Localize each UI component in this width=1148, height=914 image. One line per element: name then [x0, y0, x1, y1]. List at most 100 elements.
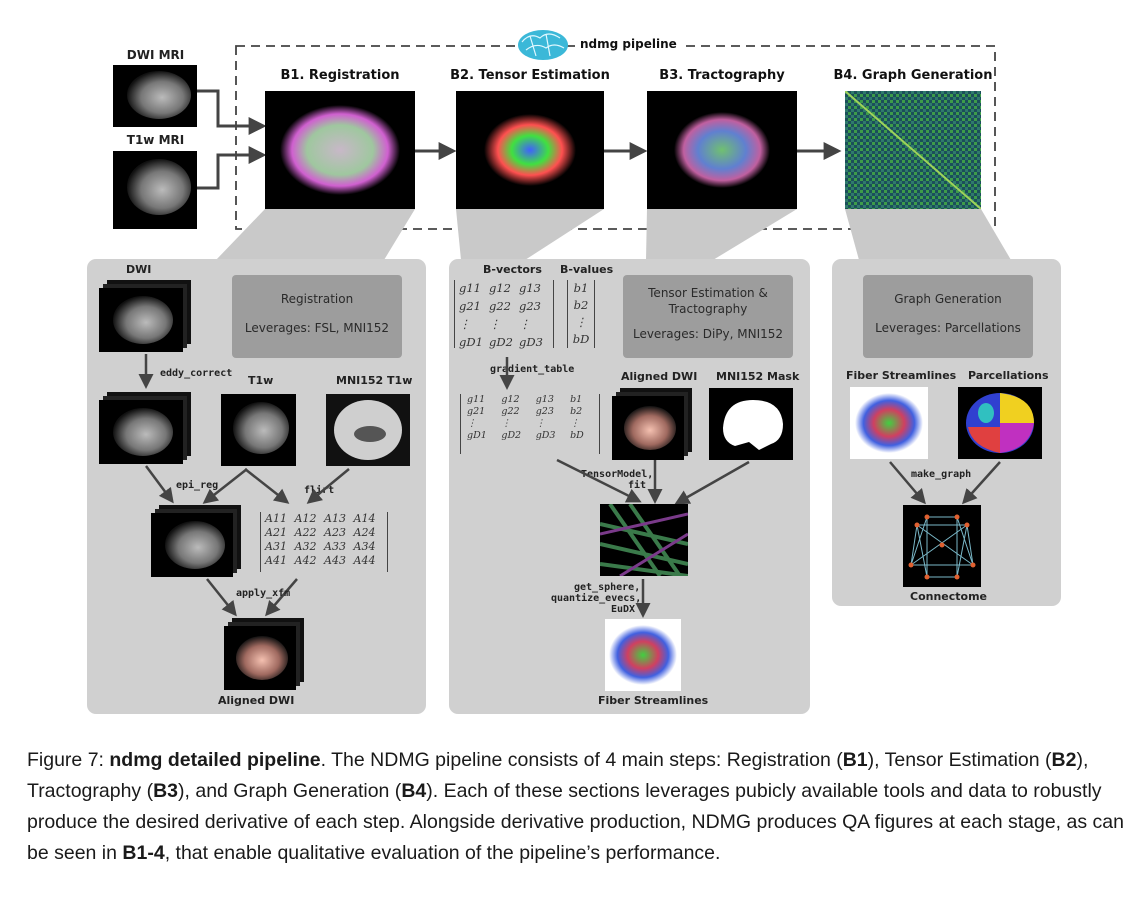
matrix-cell: g21 — [467, 406, 486, 417]
matrix-cell: A44 — [353, 554, 376, 567]
tensor-gradient-table-label: gradient_table — [490, 364, 575, 375]
caption-ref: B1-4 — [122, 842, 165, 864]
tensor-gradient-table-matrix: g11 g12 g13 b1 g21 g22 g23 b2 ⋮ ⋮ ⋮ ⋮ gD… — [460, 394, 600, 454]
matrix-cell: gD3 — [519, 335, 543, 349]
matrix-cell: A13 — [324, 512, 346, 525]
caption-ndmg: NDMG — [370, 749, 430, 771]
tensor-aligned-dwi-image — [612, 388, 692, 460]
caption-text: pipeline consists of 4 main steps: Regis… — [429, 749, 843, 771]
tensor-bvectors-label: B-vectors — [483, 263, 542, 276]
matrix-cell: A23 — [324, 526, 346, 539]
tensor-bvalues-label: B-values — [560, 263, 614, 276]
matrix-cell: g12 — [501, 394, 520, 405]
stage-title-tensor: B2. Tensor Estimation — [450, 68, 610, 83]
graph-info-box: Graph Generation Leverages: Parcellation… — [863, 275, 1033, 358]
reg-aligned-dwi-image — [224, 618, 304, 690]
caption-text: ), Tractography ( — [27, 749, 1089, 802]
matrix-cell: A34 — [353, 540, 376, 553]
reg-mni-image — [326, 394, 410, 466]
tensor-box-title: Tensor Estimation & Tractography — [648, 286, 768, 316]
matrix-cell: g12 — [489, 281, 511, 295]
caption-ndmg: NDMG — [691, 811, 752, 833]
matrix-cell: gD2 — [489, 335, 513, 349]
caption-ref: B2 — [1051, 749, 1077, 771]
reg-eddy-label: eddy_correct — [160, 368, 233, 379]
tensor-box-leverages: Leverages: DiPy, MNI152 — [632, 327, 784, 341]
matrix-cell: A41 — [265, 554, 287, 567]
reg-affine-matrix: A11 A12 A13 A14 A21 A22 A23 A24 A31 A32 … — [260, 512, 388, 572]
reg-dwi-label: DWI — [126, 263, 152, 276]
tensor-quantize-label: quantize_evecs, — [551, 593, 642, 604]
matrix-cell: b1 — [570, 394, 583, 405]
caption-text: , that enable qualitative evaluation of … — [164, 842, 721, 864]
graph-parcellations-image — [958, 387, 1042, 459]
graph-connectome-image — [903, 505, 981, 587]
matrix-cell: ⋮ — [501, 418, 511, 429]
reg-panel-arrows — [138, 354, 350, 617]
pipeline-title: ndmg pipeline — [576, 37, 681, 51]
matrix-cell: b2 — [570, 406, 583, 417]
dwi-mri-image — [113, 65, 197, 127]
reg-t1w-label: T1w — [248, 374, 274, 387]
reg-mni-label: MNI152 T1w — [336, 374, 413, 387]
figure-caption: Figure 7: ndmg detailed pipeline. The ND… — [27, 745, 1127, 869]
matrix-cell: ⋮ — [459, 317, 471, 331]
registration-box-title: Registration — [280, 292, 354, 306]
tensor-eudx-label: EuDX — [611, 604, 636, 615]
matrix-cell: A24 — [353, 526, 376, 539]
reg-apply-xfm-label: apply_xfm — [236, 588, 291, 599]
tensor-fit-label: fit — [628, 480, 647, 491]
matrix-cell: A12 — [294, 512, 317, 525]
input-label-t1w: T1w MRI — [126, 133, 185, 147]
matrix-cell: g23 — [535, 406, 554, 417]
matrix-cell: ⋮ — [570, 418, 580, 429]
input-label-dwi: DWI MRI — [126, 48, 185, 62]
matrix-cell: g22 — [501, 406, 520, 417]
tensor-qa-image — [456, 91, 604, 209]
matrix-cell: A31 — [265, 540, 287, 553]
matrix-cell: g11 — [459, 281, 481, 295]
tensor-mask-label: MNI152 Mask — [716, 370, 800, 383]
caption-ref: B3 — [153, 780, 179, 802]
matrix-cell: A42 — [294, 554, 317, 567]
matrix-cell: g13 — [535, 394, 554, 405]
matrix-cell: A33 — [324, 540, 346, 553]
matrix-cell: gD1 — [459, 335, 483, 349]
reg-t1w-image — [221, 394, 296, 466]
caption-text: ). Each of these sections leverages pubi… — [27, 780, 1102, 833]
caption-ref: B1 — [842, 749, 868, 771]
graph-box-title: Graph Generation — [894, 292, 1002, 306]
graph-box-leverages: Leverages: Parcellations — [875, 321, 1021, 335]
matrix-cell: bD — [570, 430, 584, 441]
caption-figure-title: ndmg detailed pipeline — [109, 749, 321, 771]
matrix-cell: g22 — [489, 299, 511, 313]
vector-cell: b2 — [573, 298, 589, 312]
matrix-cell: A21 — [265, 526, 287, 539]
matrix-cell: ⋮ — [489, 317, 501, 331]
graph-connectome-label: Connectome — [910, 590, 988, 603]
tensor-tensormodel-label: TensorModel, — [581, 469, 654, 480]
matrix-cell: g11 — [467, 394, 486, 405]
reg-dwi-stack-image — [99, 280, 191, 352]
tensor-fiber-label: Fiber Streamlines — [598, 694, 709, 707]
matrix-cell: A43 — [324, 554, 346, 567]
matrix-cell: gD1 — [467, 430, 487, 441]
graph-make-graph-label: make_graph — [911, 469, 972, 480]
matrix-cell: ⋮ — [467, 418, 477, 429]
matrix-cell: g21 — [459, 299, 481, 313]
matrix-cell: A22 — [294, 526, 317, 539]
tensor-mask-image — [709, 388, 793, 460]
reg-dwi-corrected-stack-image — [99, 392, 191, 464]
graph-panel-arrows — [889, 461, 1001, 505]
tensor-aligned-dwi-label: Aligned DWI — [621, 370, 698, 383]
vector-cell: ⋮ — [575, 315, 587, 329]
vector-cell: bD — [572, 332, 590, 346]
tensor-info-box: Tensor Estimation & Tractography Leverag… — [623, 275, 793, 358]
tractography-qa-image — [647, 91, 797, 209]
caption-ref: B4 — [401, 780, 427, 802]
registration-info-box: Registration Leverages: FSL, MNI152 — [232, 275, 402, 358]
graph-parcellations-label: Parcellations — [968, 369, 1049, 382]
graph-fiber-streamlines-image — [850, 387, 928, 459]
tensor-bvector-matrix: g11 g12 g13 g21 g22 g23 ⋮ ⋮ ⋮ gD1 gD2 gD… — [454, 280, 554, 349]
matrix-cell: A14 — [353, 512, 376, 525]
